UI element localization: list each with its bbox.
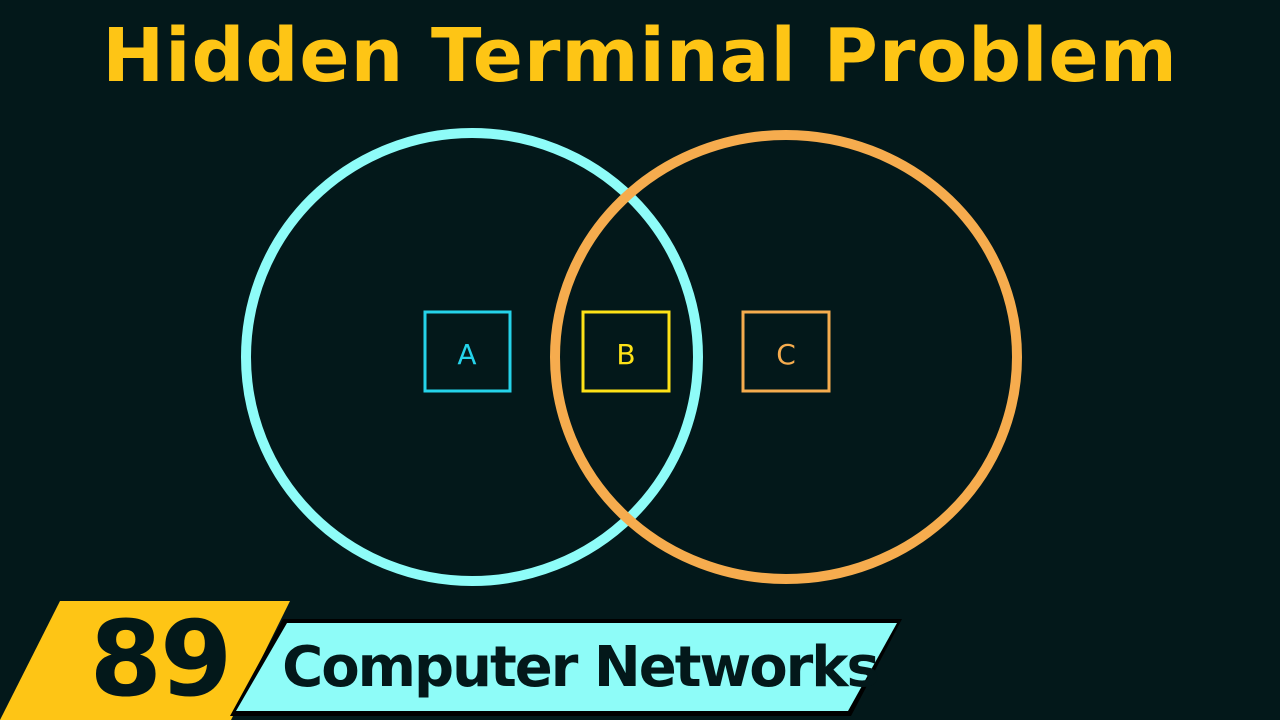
range-circle-c xyxy=(550,130,1022,584)
episode-number: 89 xyxy=(89,598,233,720)
range-circle-a xyxy=(241,128,703,586)
node-b-label: B xyxy=(616,338,635,371)
node-c: C xyxy=(741,310,831,393)
page-title: Hidden Terminal Problem xyxy=(102,13,1178,99)
series-title: Computer Networks xyxy=(282,635,880,700)
node-c-label: C xyxy=(776,338,796,371)
node-b: B xyxy=(581,310,671,393)
episode-badge xyxy=(0,601,290,720)
node-a-label: A xyxy=(457,338,476,371)
node-a: A xyxy=(423,310,512,393)
series-banner xyxy=(236,623,897,711)
